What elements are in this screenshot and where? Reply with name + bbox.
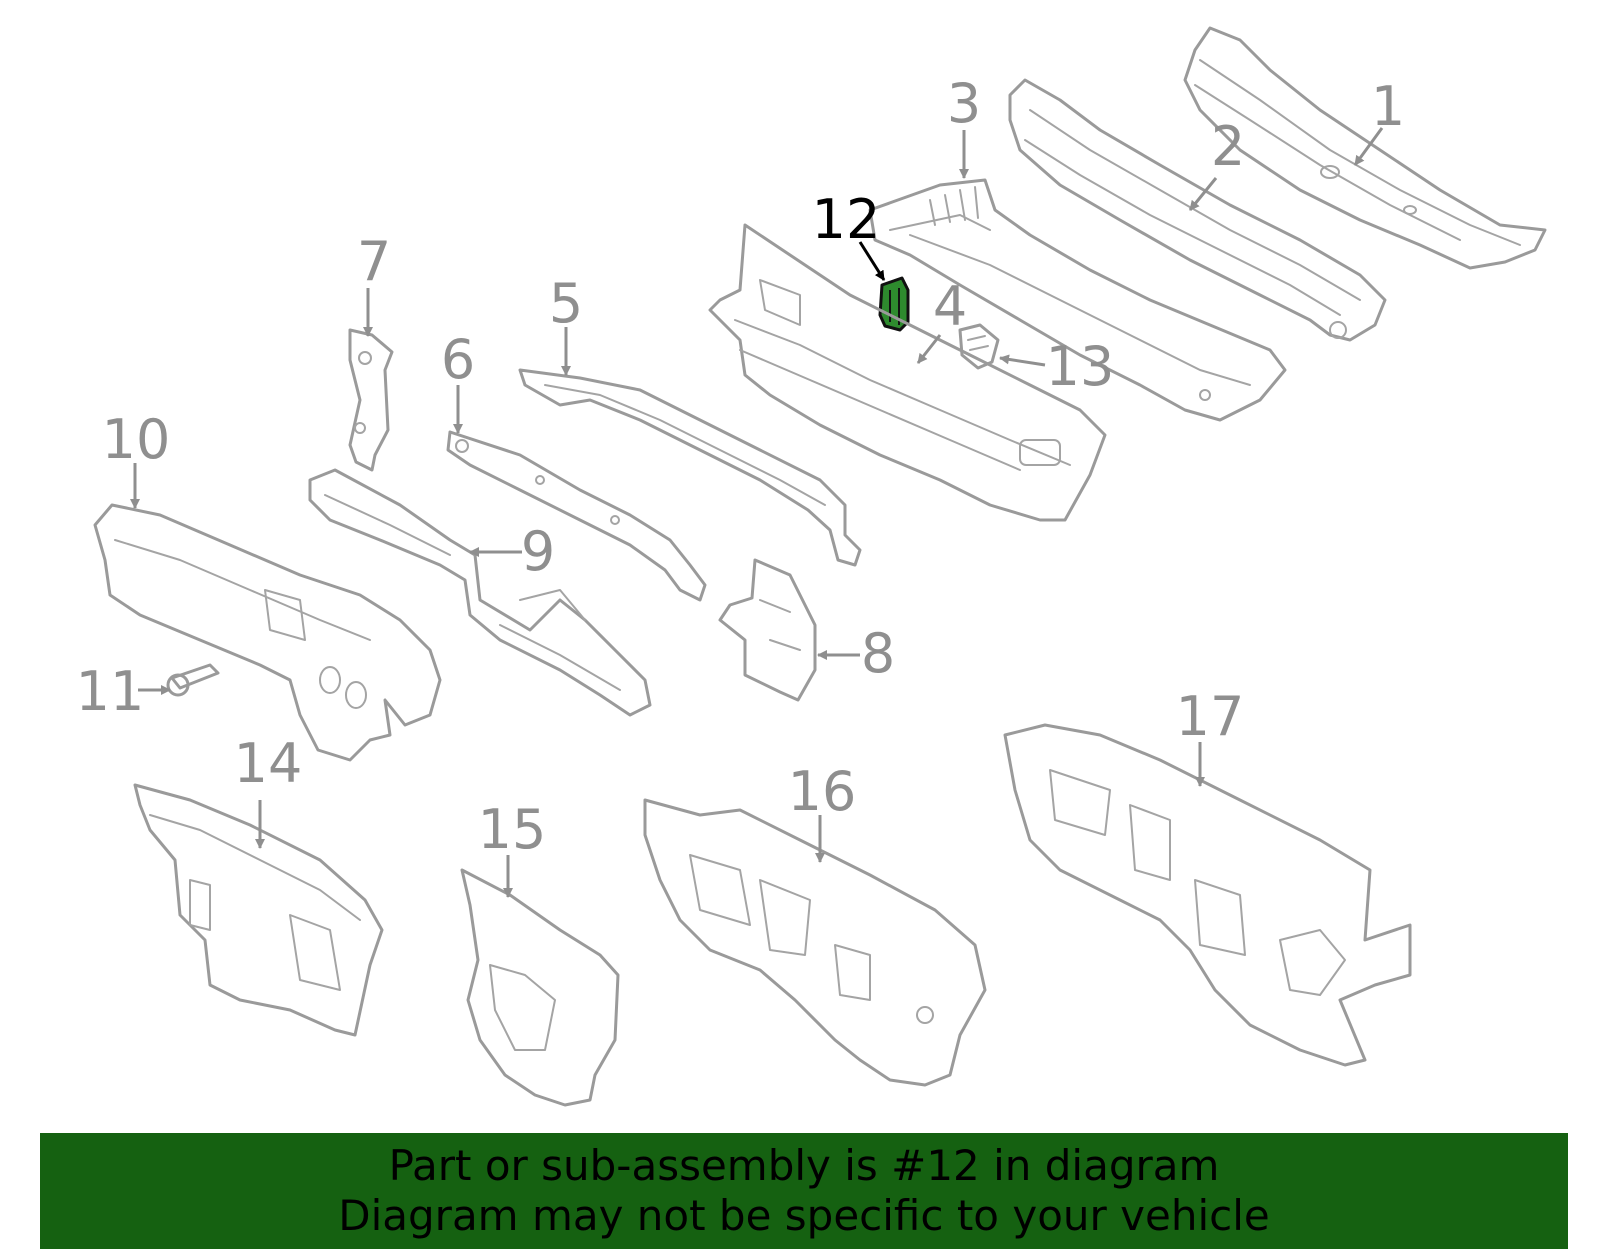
part-12-highlighted-bracket bbox=[878, 276, 910, 332]
banner-line-part-number: Part or sub-assembly is #12 in diagram bbox=[388, 1141, 1220, 1190]
callout-label-10: 10 bbox=[102, 408, 171, 471]
callout-label-11: 11 bbox=[76, 660, 145, 723]
part-3-cowl-vent-grille bbox=[868, 178, 1287, 422]
callout-line-13 bbox=[999, 354, 1046, 367]
callout-line-12 bbox=[858, 241, 886, 281]
part-10-insulator bbox=[93, 503, 442, 762]
callout-line-2 bbox=[1188, 177, 1218, 211]
callout-label-15: 15 bbox=[478, 798, 547, 861]
callout-line-4 bbox=[916, 334, 942, 364]
callout-label-5: 5 bbox=[549, 272, 583, 335]
callout-label-3: 3 bbox=[947, 72, 981, 135]
info-banner: Part or sub-assembly is #12 in diagram D… bbox=[40, 1133, 1568, 1249]
part-14-panel bbox=[133, 783, 384, 1037]
part-15-panel bbox=[460, 868, 620, 1107]
callout-label-14: 14 bbox=[234, 732, 303, 795]
part-9-support-bar bbox=[308, 468, 652, 717]
callout-label-4: 4 bbox=[933, 275, 967, 338]
part-8-bracket bbox=[718, 558, 817, 702]
callout-label-6: 6 bbox=[441, 328, 475, 391]
part-1-cowl-top-panel bbox=[1183, 26, 1547, 270]
callout-label-16: 16 bbox=[788, 760, 857, 823]
part-6-reinforcement bbox=[446, 430, 707, 602]
part-17-panel bbox=[1003, 723, 1412, 1067]
callout-lines bbox=[130, 127, 1384, 898]
part-16-panel bbox=[643, 798, 987, 1087]
part-11-bolt bbox=[166, 663, 220, 697]
callout-label-9: 9 bbox=[521, 520, 555, 583]
callout-label-2: 2 bbox=[1211, 115, 1245, 178]
part-13-clip bbox=[958, 323, 1000, 370]
part-2-cowl-inner-panel bbox=[1008, 78, 1387, 342]
callout-label-7: 7 bbox=[357, 230, 391, 293]
callout-line-1 bbox=[1353, 127, 1384, 166]
banner-line-disclaimer: Diagram may not be specific to your vehi… bbox=[338, 1191, 1270, 1240]
callout-label-1: 1 bbox=[1371, 75, 1405, 138]
callout-numbers: 1 2 3 4 5 6 7 8 9 10 11 12 13 14 15 16 1… bbox=[76, 72, 1406, 861]
part-5-cross-member bbox=[518, 368, 862, 567]
part-7-side-bracket bbox=[348, 328, 394, 472]
callout-label-13: 13 bbox=[1046, 335, 1115, 398]
part-4-dash-upper-panel bbox=[708, 223, 1107, 522]
callout-label-17: 17 bbox=[1176, 685, 1245, 748]
callout-label-12: 12 bbox=[812, 188, 881, 251]
parts-diagram: 1 2 3 4 5 6 7 8 9 10 11 12 13 14 15 16 1… bbox=[76, 26, 1547, 1107]
callout-label-8: 8 bbox=[861, 622, 895, 685]
